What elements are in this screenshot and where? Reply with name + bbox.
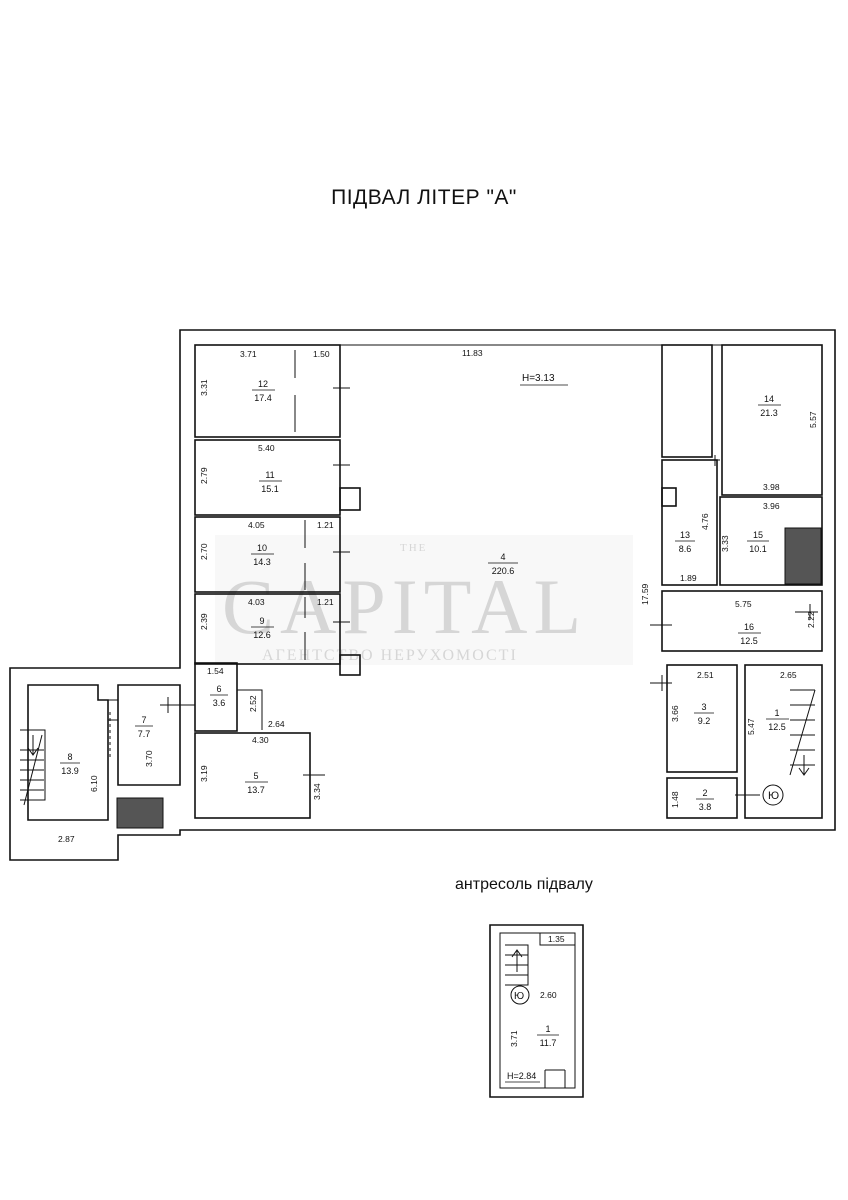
mezzanine-plan: Ю 1.35 2.60 3.71 1 11.7 H=2.84 xyxy=(489,924,584,1098)
room-13-number: 13 xyxy=(680,530,690,540)
dimension-label: 4.30 xyxy=(252,735,269,745)
room-labels: 12 17.4 11 15.1 10 14.3 9 12.6 6 3.6 7 7… xyxy=(60,373,789,812)
dimension-label: 17.59 xyxy=(640,583,650,605)
room-4-number: 4 xyxy=(500,552,505,562)
room-15-area: 10.1 xyxy=(749,544,767,554)
annex-rooms xyxy=(20,684,181,829)
dimension-label: 2.52 xyxy=(248,695,258,712)
dimension-label: 3.31 xyxy=(199,379,209,396)
mezz-dimension-label: 2.60 xyxy=(540,990,557,1000)
dimension-label: 3.19 xyxy=(199,765,209,782)
dimension-label: 2.87 xyxy=(58,834,75,844)
room-11-number: 11 xyxy=(265,470,274,480)
room-12-number: 12 xyxy=(258,379,268,389)
mezz-ceiling-height: H=2.84 xyxy=(507,1071,536,1081)
dimension-label: 5.75 xyxy=(735,599,752,609)
watermark: THE CAPITAL АГЕНТСТВО НЕРУХОМОСТІ xyxy=(215,535,633,665)
dimension-label: 5.40 xyxy=(258,443,275,453)
plan-title: ПІДВАЛ ЛІТЕР "А" xyxy=(331,186,517,209)
dimension-label: 11.83 xyxy=(462,348,483,358)
room-5-number: 5 xyxy=(253,771,258,781)
room-8-number: 8 xyxy=(67,752,72,762)
room-1-number: 1 xyxy=(774,708,779,718)
room-4-area: 220.6 xyxy=(492,566,515,576)
dimension-label: 3.96 xyxy=(763,501,780,511)
room-13-area: 8.6 xyxy=(679,544,692,554)
door-marks xyxy=(160,380,818,796)
dimension-labels: 3.71 1.50 3.31 5.40 2.79 4.05 1.21 2.70 … xyxy=(58,348,818,844)
mezzanine-title: антресоль підвалу xyxy=(455,876,593,893)
dimension-label: 4.05 xyxy=(248,520,265,530)
dimension-label: 1.54 xyxy=(207,666,224,676)
dimension-label: 2.64 xyxy=(268,719,285,729)
dimension-label: 1.89 xyxy=(680,573,697,583)
dimension-label: 5.47 xyxy=(746,718,756,735)
dimension-label: 6.10 xyxy=(89,775,99,792)
room-10-number: 10 xyxy=(257,543,267,553)
room-16-area: 12.5 xyxy=(740,636,758,646)
room-9-area: 12.6 xyxy=(253,630,271,640)
ceiling-height: H=3.13 xyxy=(522,373,555,384)
room-1-area: 12.5 xyxy=(768,722,786,732)
room-16-number: 16 xyxy=(744,622,754,632)
watermark-top: THE xyxy=(400,542,427,554)
watermark-main: CAPITAL xyxy=(222,563,587,650)
mezz-dimension-label: 3.71 xyxy=(509,1030,519,1047)
mezz-room-area: 11.7 xyxy=(540,1038,557,1048)
room-9-number: 9 xyxy=(259,616,264,626)
mezz-room-number: 1 xyxy=(545,1024,550,1034)
dimension-label: 3.98 xyxy=(763,482,780,492)
room-7-area: 7.7 xyxy=(138,729,151,739)
room-5-area: 13.7 xyxy=(247,785,265,795)
dimension-label: 3.66 xyxy=(670,705,680,722)
dimension-label: 1.21 xyxy=(317,520,334,530)
room-14-number: 14 xyxy=(764,394,774,404)
dimension-label: 3.33 xyxy=(720,535,730,552)
watermark-sub: АГЕНТСТВО НЕРУХОМОСТІ xyxy=(262,647,518,664)
room-8-area: 13.9 xyxy=(61,766,79,776)
dimension-label: 2.51 xyxy=(697,670,714,680)
room-15-number: 15 xyxy=(753,530,763,540)
dimension-label: 1.21 xyxy=(317,597,334,607)
dimension-label: 5.57 xyxy=(808,411,818,428)
dimension-label: 1.48 xyxy=(670,791,680,808)
room-3-number: 3 xyxy=(701,702,706,712)
dimension-label: 2.65 xyxy=(780,670,797,680)
mezz-dimension-label: 1.35 xyxy=(548,934,565,944)
symbol-mezz: Ю xyxy=(514,991,524,1002)
room-6-number: 6 xyxy=(216,684,221,694)
room-10-area: 14.3 xyxy=(253,557,271,567)
symbol-main: Ю xyxy=(768,790,779,802)
dimension-label: 3.70 xyxy=(144,750,154,767)
dimension-label: 2.79 xyxy=(199,467,209,484)
room-6-area: 3.6 xyxy=(213,698,226,708)
dimension-label: 3.71 xyxy=(240,349,257,359)
dimension-label: 4.76 xyxy=(700,513,710,530)
dimension-label: 4.03 xyxy=(248,597,265,607)
room-2-area: 3.8 xyxy=(699,802,712,812)
dimension-label: 2.22 xyxy=(806,611,816,628)
room-12-area: 17.4 xyxy=(254,393,272,403)
room-14-area: 21.3 xyxy=(760,408,778,418)
room-11-area: 15.1 xyxy=(261,484,279,494)
room-7-number: 7 xyxy=(141,715,146,725)
room-2-number: 2 xyxy=(702,788,707,798)
dimension-label: 1.50 xyxy=(313,349,330,359)
dimension-label: 2.39 xyxy=(199,613,209,630)
dimension-label: 3.34 xyxy=(312,783,322,800)
dimension-label: 2.70 xyxy=(199,543,209,560)
room-3-area: 9.2 xyxy=(698,716,711,726)
